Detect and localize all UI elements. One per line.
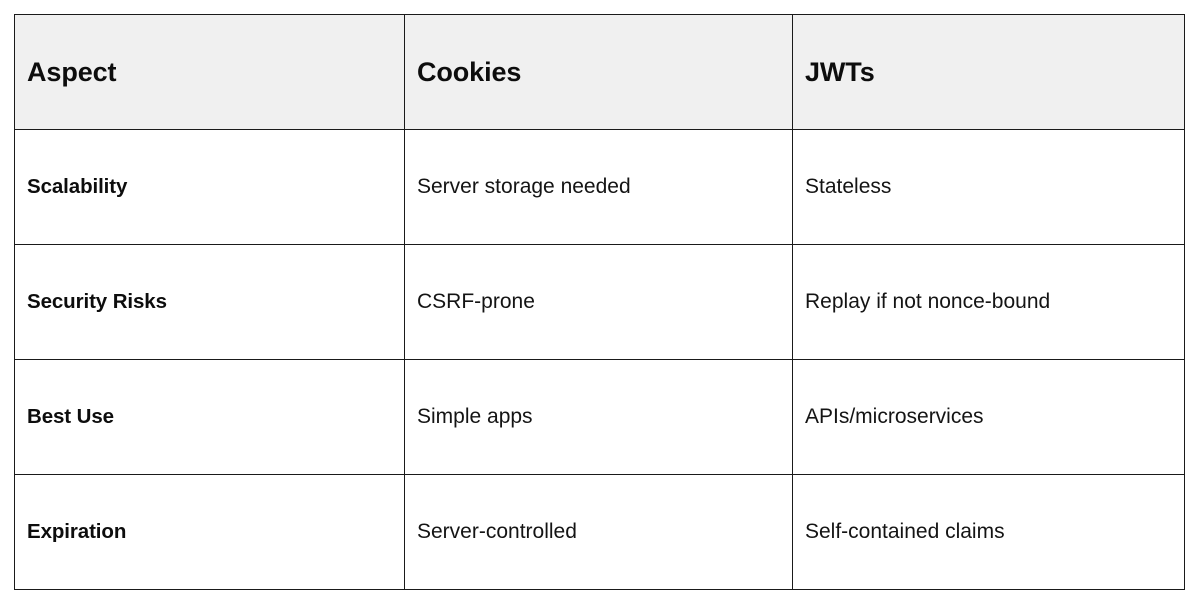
table-row: Best Use Simple apps APIs/microservices [14, 359, 1185, 475]
column-header-aspect: Aspect [14, 14, 405, 130]
cell-cookies: Simple apps [404, 359, 793, 475]
column-header-cookies: Cookies [404, 14, 793, 130]
table-row: Security Risks CSRF-prone Replay if not … [14, 244, 1185, 360]
cell-aspect: Expiration [14, 474, 405, 590]
cell-aspect: Best Use [14, 359, 405, 475]
column-header-jwts: JWTs [792, 14, 1185, 130]
table-header-row: Aspect Cookies JWTs [14, 14, 1185, 130]
comparison-table: Aspect Cookies JWTs Scalability Server s… [14, 14, 1185, 590]
table-row: Expiration Server-controlled Self-contai… [14, 474, 1185, 590]
table-body: Scalability Server storage needed Statel… [14, 129, 1185, 590]
cell-jwts: Self-contained claims [792, 474, 1185, 590]
cell-cookies: CSRF-prone [404, 244, 793, 360]
comparison-table-container: Aspect Cookies JWTs Scalability Server s… [14, 14, 1185, 590]
cell-cookies: Server-controlled [404, 474, 793, 590]
table-row: Scalability Server storage needed Statel… [14, 129, 1185, 245]
cell-jwts: Stateless [792, 129, 1185, 245]
cell-aspect: Security Risks [14, 244, 405, 360]
cell-aspect: Scalability [14, 129, 405, 245]
cell-cookies: Server storage needed [404, 129, 793, 245]
table-header: Aspect Cookies JWTs [14, 14, 1185, 130]
cell-jwts: Replay if not nonce-bound [792, 244, 1185, 360]
cell-jwts: APIs/microservices [792, 359, 1185, 475]
